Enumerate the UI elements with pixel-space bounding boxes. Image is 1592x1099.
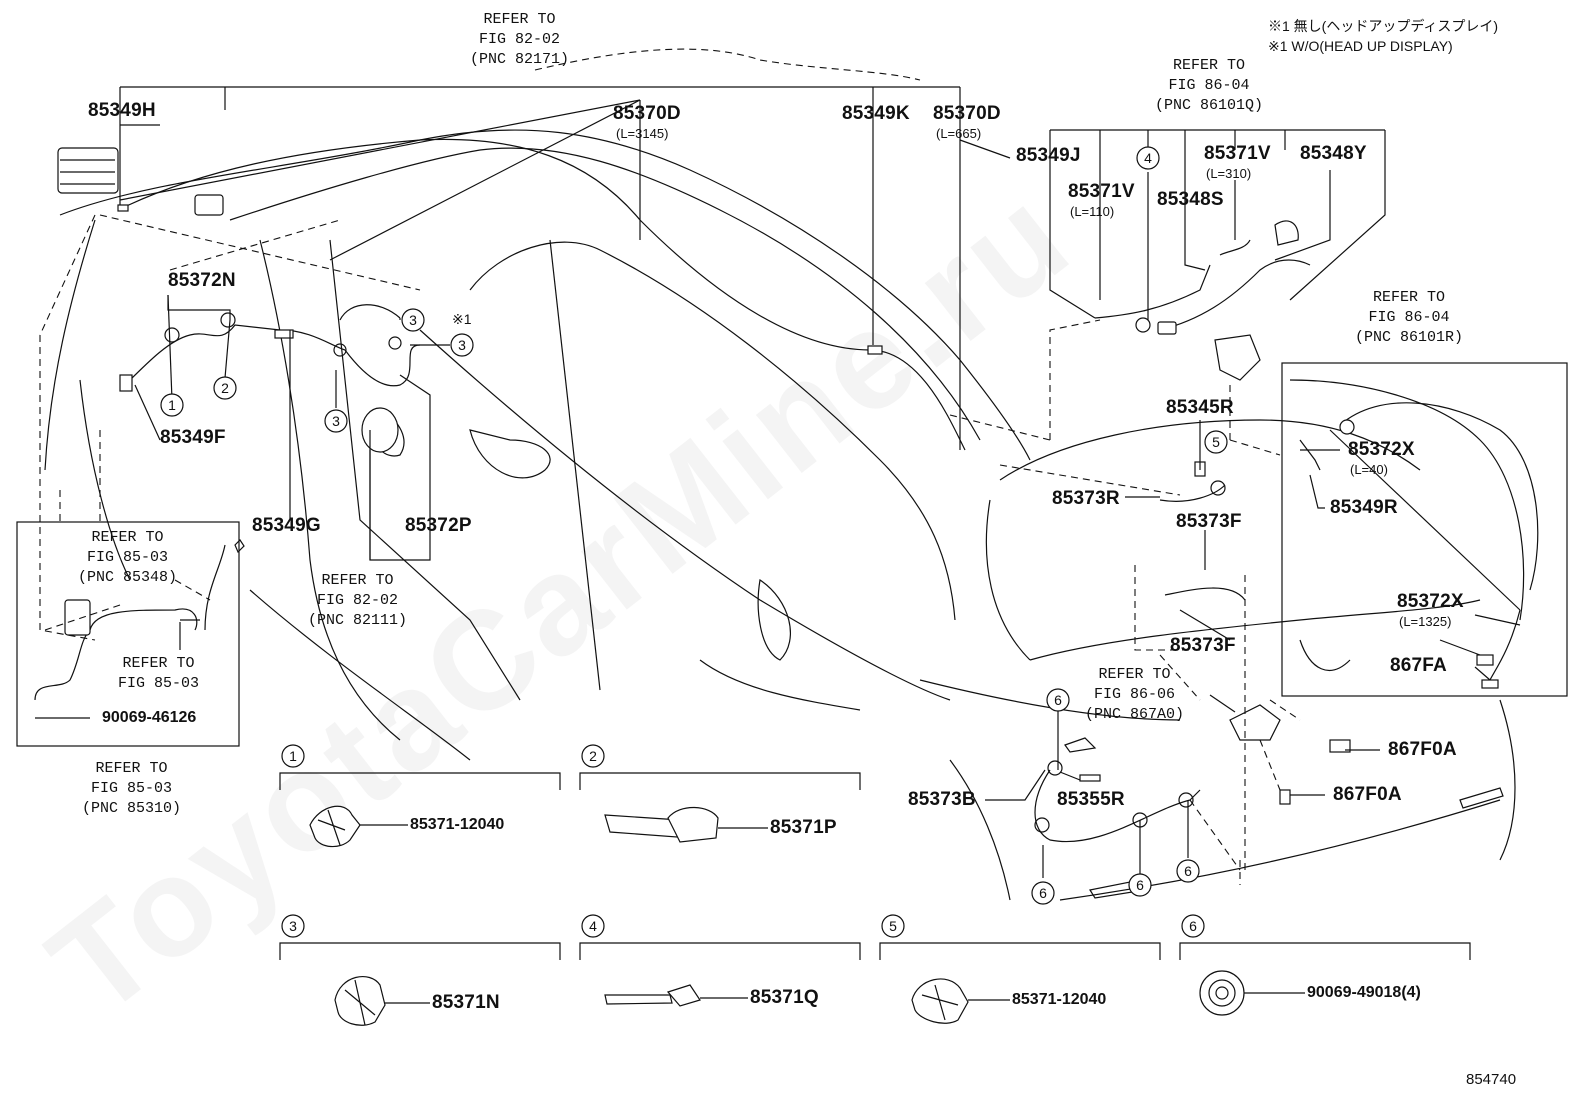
legend-frame-2 xyxy=(579,772,861,790)
svg-text:3: 3 xyxy=(289,918,297,934)
note-mark: ※1 xyxy=(452,311,472,327)
part-85372n: 85372N xyxy=(168,270,236,291)
refer-fig-82-02-pnc-82111: REFER TO FIG 82-02 (PNC 82111) xyxy=(308,572,408,629)
svg-text:2: 2 xyxy=(589,748,597,764)
part-867f0a-b: 867F0A xyxy=(1333,784,1402,805)
part-85370d-a: 85370D xyxy=(613,103,681,124)
svg-text:4: 4 xyxy=(589,918,597,934)
component-shapes xyxy=(57,147,1499,805)
part-85349g: 85349G xyxy=(252,515,321,536)
svg-text:3: 3 xyxy=(332,413,340,429)
refer-fig-86-06-pnc-867a0: REFER TO FIG 86-06 (PNC 867A0) xyxy=(1085,666,1185,723)
svg-text:6: 6 xyxy=(1054,692,1062,708)
svg-text:1: 1 xyxy=(168,397,176,413)
refer-fig-85-03-pnc-85348: REFER TO FIG 85-03 (PNC 85348) xyxy=(78,529,178,586)
refer-fig-85-03-pnc-85310: REFER TO FIG 85-03 (PNC 85310) xyxy=(82,760,182,817)
legend-6-part: 90069-49018(4) xyxy=(1307,984,1421,1001)
legend-1-part: 85371-12040 xyxy=(410,816,505,833)
note-en: ※1 W/O(HEAD UP DISPLAY) xyxy=(1268,38,1453,54)
refer-fig-86-04-pnc-86101q: REFER TO FIG 86-04 (PNC 86101Q) xyxy=(1155,57,1264,114)
svg-text:5: 5 xyxy=(889,918,897,934)
legend-3-part: 85371N xyxy=(432,992,500,1013)
legend-5-part: 85371-12040 xyxy=(1012,991,1107,1008)
washer-hoses xyxy=(34,138,1539,843)
part-85373r: 85373R xyxy=(1052,488,1120,509)
vehicle-outline xyxy=(44,129,1525,901)
frames xyxy=(16,362,1568,960)
callout-circles: 1 2 3 3 3 4 5 6 6 6 6 xyxy=(160,146,1228,905)
part-85371v-b: 85371V xyxy=(1204,143,1271,164)
svg-text:5: 5 xyxy=(1212,434,1220,450)
part-85372x-a-length: (L=40) xyxy=(1350,462,1388,477)
part-85355r: 85355R xyxy=(1057,789,1125,810)
svg-text:4: 4 xyxy=(1144,150,1152,166)
legend-frame-3 xyxy=(279,942,561,960)
legend-sketches xyxy=(309,805,1305,1026)
svg-text:1: 1 xyxy=(289,748,297,764)
legend-frame-6 xyxy=(1179,942,1471,960)
legend-circles: 1 2 3 4 5 6 xyxy=(281,744,1205,938)
part-85372x-b-length: (L=1325) xyxy=(1399,614,1452,629)
part-85345r: 85345R xyxy=(1166,397,1234,418)
part-85348y: 85348Y xyxy=(1300,143,1367,164)
refer-fig-86-04-pnc-86101r: REFER TO FIG 86-04 (PNC 86101R) xyxy=(1355,289,1464,346)
part-85372p: 85372P xyxy=(405,515,472,536)
svg-text:2: 2 xyxy=(221,380,229,396)
part-85371v-b-length: (L=310) xyxy=(1206,166,1252,181)
part-85371v-a-length: (L=110) xyxy=(1070,204,1115,219)
svg-text:6: 6 xyxy=(1136,877,1144,893)
part-85349h: 85349H xyxy=(88,100,156,121)
diagram-id: 854740 xyxy=(1466,1071,1517,1088)
part-85373b: 85373B xyxy=(908,789,976,810)
part-85349j: 85349J xyxy=(1016,145,1081,166)
part-85372x-b: 85372X xyxy=(1397,591,1464,612)
refer-fig-85-03: REFER TO FIG 85-03 xyxy=(118,655,200,692)
refer-fig-82-02-pnc-82171: REFER TO FIG 82-02 (PNC 82171) xyxy=(470,11,570,68)
svg-text:6: 6 xyxy=(1189,918,1197,934)
part-85373f-a: 85373F xyxy=(1176,511,1242,532)
note-jp: ※1 無し(ヘッドアップディスプレイ) xyxy=(1268,18,1499,34)
legend-frame-5 xyxy=(879,942,1161,960)
part-85371v-a: 85371V xyxy=(1068,181,1135,202)
part-85372x-a: 85372X xyxy=(1348,439,1415,460)
part-90069-46126: 90069-46126 xyxy=(102,709,197,726)
part-85348s: 85348S xyxy=(1157,189,1224,210)
svg-text:6: 6 xyxy=(1184,863,1192,879)
part-867f0a-a: 867F0A xyxy=(1388,739,1457,760)
leader-lines xyxy=(35,86,1521,878)
dashed-lines xyxy=(39,48,1301,885)
svg-text:6: 6 xyxy=(1039,885,1047,901)
svg-text:3: 3 xyxy=(409,312,417,328)
part-85373f-b: 85373F xyxy=(1170,635,1236,656)
part-85370d-b: 85370D xyxy=(933,103,1001,124)
legend-4-part: 85371Q xyxy=(750,987,819,1008)
part-85349f: 85349F xyxy=(160,427,226,448)
part-85349k: 85349K xyxy=(842,103,910,124)
part-867fa: 867FA xyxy=(1390,655,1447,676)
svg-text:3: 3 xyxy=(458,337,466,353)
inset-box-right xyxy=(1281,362,1568,697)
inset-box-left xyxy=(16,521,240,747)
legend-2-part: 85371P xyxy=(770,817,837,838)
legend-frame-1 xyxy=(279,772,561,790)
part-85370d-b-length: (L=665) xyxy=(936,126,982,141)
part-85370d-a-length: (L=3145) xyxy=(616,126,669,141)
legend-frame-4 xyxy=(579,942,861,960)
part-85349r: 85349R xyxy=(1330,497,1398,518)
